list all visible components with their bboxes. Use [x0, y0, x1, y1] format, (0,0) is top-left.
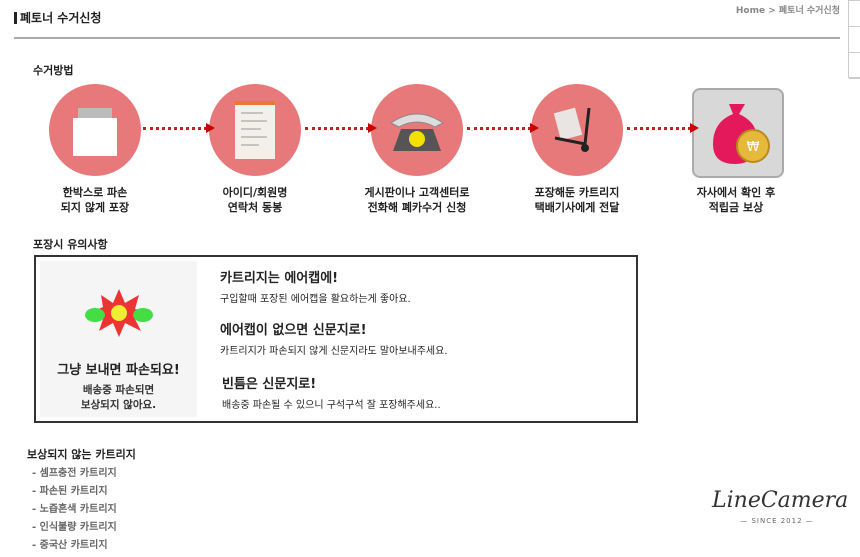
logo-since: — SINCE 2012 —	[740, 517, 814, 525]
warning-text: 배송중 파손되면	[82, 384, 155, 396]
hand-truck-icon	[531, 84, 623, 176]
step-text: 포장해둔 카트리지	[534, 186, 620, 199]
excluded-list: - 셈프충전 카트리지 - 파손된 카트리지 - 노즙흔색 카트리지 - 인식불…	[32, 464, 117, 554]
step-text: 게시판이나 고객센터로	[364, 186, 470, 199]
step-text: 적립금 보상	[708, 201, 764, 214]
arrow-icon	[467, 123, 539, 136]
tip-3: 빈틈은 신문지로! 배송중 파손될 수 있으니 구석구석 잘 포장해주세요..	[222, 373, 441, 411]
money-bag-icon: ₩	[692, 88, 784, 178]
logo-text: LineCamera	[712, 488, 849, 513]
step-text: 연락처 동봉	[227, 201, 283, 214]
method-heading: 수거방법	[33, 64, 74, 77]
document-icon	[209, 84, 301, 176]
explosion-icon	[84, 289, 153, 337]
list-item: - 셈프충전 카트리지	[32, 468, 117, 479]
excluded-heading: 보상되지 않는 카트리지	[27, 448, 136, 461]
list-item: - 중국산 카트리지	[32, 540, 108, 551]
list-item: - 파손된 카트리지	[32, 486, 108, 497]
step-text: 한박스로 파손	[62, 186, 128, 199]
tip-title: 에어캡이 없으면 신문지로!	[220, 323, 367, 338]
tip-title: 빈틈은 신문지로!	[222, 377, 317, 392]
telephone-icon	[371, 84, 463, 176]
warning-text: 보상되지 않아요.	[80, 399, 157, 411]
list-item: - 노즙흔색 카트리지	[32, 504, 117, 515]
tip-title: 카트리지는 에어캡에!	[220, 271, 339, 286]
step-text: 되지 않게 포장	[60, 201, 130, 214]
tip-text: 배송중 파손될 수 있으니 구석구석 잘 포장해주세요..	[222, 400, 441, 411]
caution-box: 그냥 보내면 파손되요! 배송중 파손되면 보상되지 않아요. 카트리지는 에어…	[34, 255, 638, 423]
caution-heading: 포장시 유의사항	[33, 238, 108, 251]
arrow-icon	[627, 123, 699, 136]
tip-text: 구입할때 포장된 에어캡을 활요하는게 좋아요.	[220, 294, 411, 305]
arrow-icon	[143, 123, 215, 136]
warning-title: 그냥 보내면 파손되요!	[57, 363, 180, 378]
step-text: 택배기사에게 전달	[534, 201, 620, 214]
step-text: 전화해 폐카수거 신청	[367, 201, 467, 214]
box-icon	[49, 84, 141, 176]
divider	[14, 37, 840, 39]
side-panel[interactable]	[848, 0, 860, 79]
arrow-icon	[305, 123, 377, 136]
tip-2: 에어캡이 없으면 신문지로! 카트리지가 파손되지 않게 신문지라도 말아보내주세…	[220, 319, 448, 357]
tip-text: 카트리지가 파손되지 않게 신문지라도 말아보내주세요.	[220, 346, 448, 357]
list-item: - 인식불량 카트리지	[32, 522, 117, 533]
warning-panel: 그냥 보내면 파손되요! 배송중 파손되면 보상되지 않아요.	[40, 261, 197, 417]
svg-text:₩: ₩	[747, 140, 760, 155]
logo: LineCamera — SINCE 2012 —	[712, 488, 849, 525]
breadcrumb[interactable]: Home > 폐토너 수거신청	[735, 6, 840, 16]
step-text: 자사에서 확인 후	[696, 186, 776, 199]
page-title: 폐토너 수거신청	[14, 12, 101, 24]
step-text: 아이디/회원명	[222, 186, 288, 199]
tip-1: 카트리지는 에어캡에! 구입할때 포장된 에어캡을 활요하는게 좋아요.	[220, 267, 411, 305]
